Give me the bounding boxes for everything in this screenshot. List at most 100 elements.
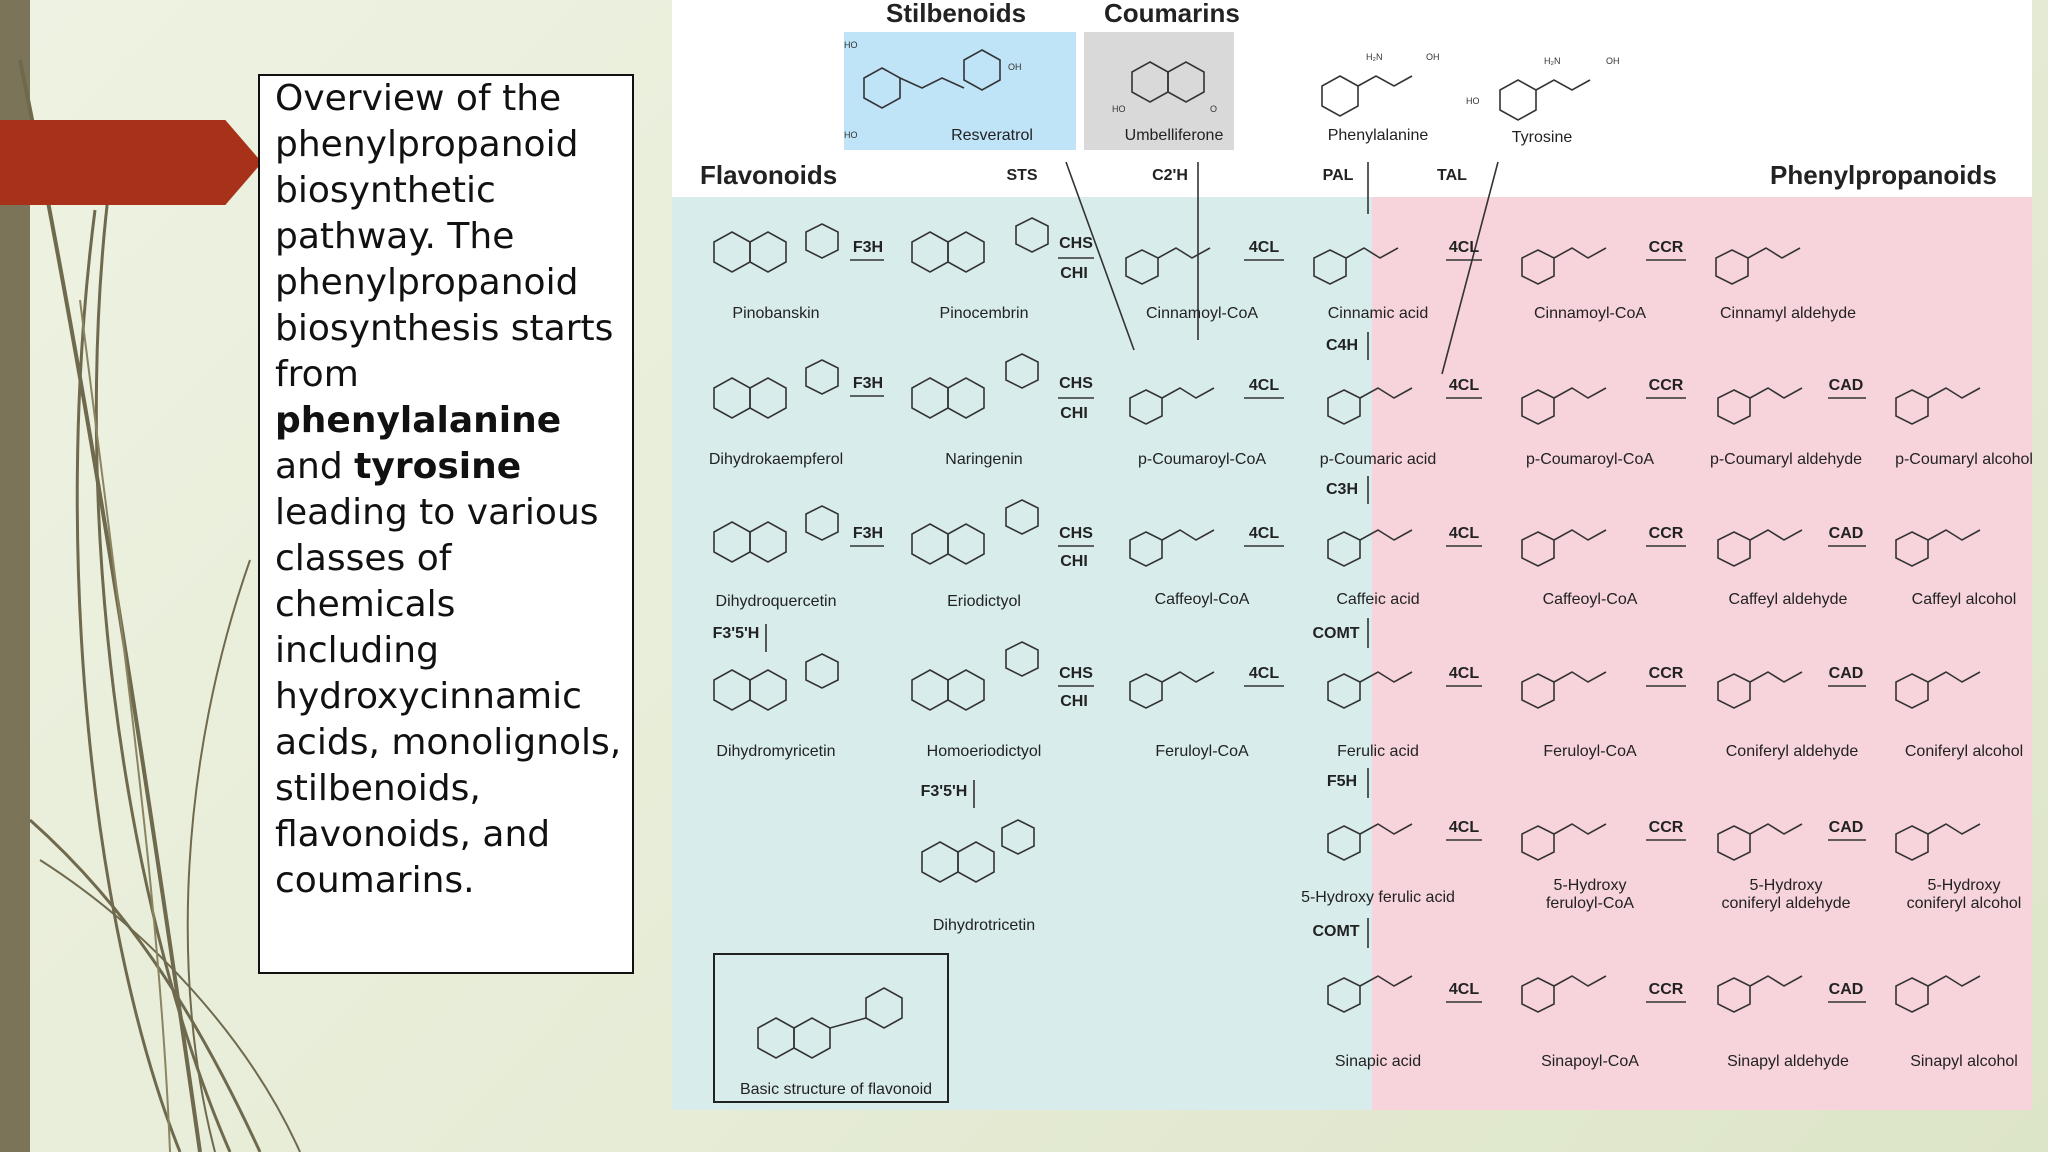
enzyme-4cl-b2: 4CL — [1249, 377, 1279, 394]
enzyme-4cl-b1: 4CL — [1249, 239, 1279, 256]
enzyme-chs-1: CHS — [1059, 235, 1093, 252]
svg-text:OH: OH — [1606, 56, 1620, 66]
label-acid-5: Sinapic acid — [1335, 1053, 1421, 1070]
enzyme-f35h-2: F3'5'H — [921, 783, 968, 800]
label-alcohol-1: Caffeyl alcohol — [1912, 591, 2017, 608]
enzyme-4cl-b3: 4CL — [1249, 525, 1279, 542]
label-coa2-2: Caffeoyl-CoA — [1543, 591, 1638, 608]
label-basic-structure: Basic structure of flavonoid — [740, 1081, 932, 1098]
svg-text:OH: OH — [1008, 62, 1022, 72]
label-coa1-3: Feruloyl-CoA — [1155, 743, 1249, 760]
label-aldehyde-2: Caffeyl aldehyde — [1729, 591, 1848, 608]
arrow-tal — [1441, 161, 1499, 375]
caption-bold-tyrosine: tyrosine — [354, 446, 522, 487]
flavonoid-region — [672, 197, 1372, 1110]
pathway-diagram: Stilbenoids Coumarins Flavonoids Phenylp… — [672, 0, 2032, 1110]
svg-text:H₂N: H₂N — [1366, 52, 1383, 62]
label-coa2-1: p-Coumaroyl-CoA — [1526, 451, 1654, 468]
enzyme-f3h-3: F3H — [853, 525, 883, 542]
label-homoeriodictyol: Homoeriodictyol — [927, 743, 1042, 760]
enzyme-chs-3: CHS — [1059, 525, 1093, 542]
red-arrow-banner — [0, 120, 262, 205]
label-alcohol-0: p-Coumaryl alcohol — [1895, 451, 2032, 468]
svg-text:HO: HO — [1112, 104, 1126, 114]
svg-text:HO: HO — [844, 40, 858, 50]
enzyme-chs-2: CHS — [1059, 375, 1093, 392]
label-phenylalanine: Phenylalanine — [1328, 127, 1429, 144]
label-aldehyde-5: Sinapyl aldehyde — [1727, 1053, 1849, 1070]
enzyme-4cl-f6: 4CL — [1449, 981, 1479, 998]
label-aldehyde-3: Coniferyl aldehyde — [1726, 743, 1859, 760]
label-dihydrotricetin: Dihydrotricetin — [933, 917, 1035, 934]
label-pinobanskin: Pinobanskin — [732, 305, 819, 322]
enzyme-4cl-f3: 4CL — [1449, 525, 1479, 542]
enzyme-ccr-3: CCR — [1649, 525, 1684, 542]
label-acid-3: Ferulic acid — [1337, 743, 1419, 760]
enzyme-4cl-f4: 4CL — [1449, 665, 1479, 682]
label-coa1-1: p-Coumaroyl-CoA — [1138, 451, 1266, 468]
umbelliferone-structure: HO O — [1112, 61, 1217, 114]
label-umbelliferone: Umbelliferone — [1125, 127, 1224, 144]
svg-text:O: O — [1210, 104, 1217, 114]
enzyme-f3h-2: F3H — [853, 375, 883, 392]
label-coa1-2: Caffeoyl-CoA — [1155, 591, 1250, 608]
label-alcohol-4: Sinapyl alcohol — [1910, 1053, 2018, 1070]
coumarin-box — [1084, 32, 1234, 150]
svg-text:HO: HO — [1466, 96, 1480, 106]
coa-column-1-structures — [1125, 247, 1215, 709]
enzyme-chi-1: CHI — [1060, 265, 1088, 282]
label-coa1-0: Cinnamoyl-CoA — [1146, 305, 1258, 322]
header-coumarins: Coumarins — [1104, 0, 1240, 28]
enzyme-f5h: F5H — [1327, 773, 1357, 790]
enzyme-4cl-f1: 4CL — [1449, 239, 1479, 256]
label-coa2-0: Cinnamoyl-CoA — [1534, 305, 1646, 322]
label-alcohol-2: Coniferyl alcohol — [1905, 743, 2023, 760]
header-flavonoids: Flavonoids — [700, 160, 837, 190]
enzyme-c3h: C3H — [1326, 481, 1358, 498]
caption-text-3: leading to various classes of chemicals … — [275, 492, 622, 901]
enzyme-cad-1: CAD — [1829, 377, 1864, 394]
label-acid-0: Cinnamic acid — [1328, 305, 1428, 322]
enzyme-pal: PAL — [1323, 167, 1354, 184]
enzyme-chs-4: CHS — [1059, 665, 1093, 682]
basic-structure-box — [713, 953, 949, 1103]
coa-column-2-structures — [1521, 247, 1607, 1013]
flavonoid-column-a — [713, 223, 839, 711]
enzyme-chi-4: CHI — [1060, 693, 1088, 710]
caption-box: Overview of the phenylpropanoid biosynth… — [258, 74, 634, 974]
label-eriodictyol: Eriodictyol — [947, 593, 1021, 610]
label-tyrosine: Tyrosine — [1512, 129, 1573, 146]
enzyme-c2h: C2'H — [1152, 167, 1188, 184]
enzyme-cad-3: CAD — [1829, 665, 1864, 682]
stilbenoid-box — [844, 32, 1076, 150]
enzyme-sts: STS — [1006, 167, 1037, 184]
label-aldehyde-0: Cinnamyl aldehyde — [1720, 305, 1856, 322]
enzyme-cad-2: CAD — [1829, 525, 1864, 542]
decorative-stems — [18, 59, 301, 1152]
enzyme-c4h: C4H — [1326, 337, 1358, 354]
enzyme-ccr-4: CCR — [1649, 665, 1684, 682]
label-coa2-3: Feruloyl-CoA — [1543, 743, 1637, 760]
enzyme-4cl-f2: 4CL — [1449, 377, 1479, 394]
phenylpropanoid-region — [1372, 197, 2032, 1110]
label-dihydroquercetin: Dihydroquercetin — [716, 593, 837, 610]
label-pinocembrin: Pinocembrin — [940, 305, 1029, 322]
enzyme-cad-4: CAD — [1829, 819, 1864, 836]
header-phenylpropanoids: Phenylpropanoids — [1770, 160, 1997, 190]
caption-bold-phenylalanine: phenylalanine — [275, 400, 562, 441]
label-aldehyde-1: p-Coumaryl aldehyde — [1710, 451, 1862, 468]
enzyme-ccr-5: CCR — [1649, 819, 1684, 836]
alcohol-structures — [1895, 387, 1981, 1013]
enzyme-tal: TAL — [1437, 167, 1467, 184]
basic-structure-drawing — [757, 987, 903, 1059]
label-naringenin: Naringenin — [945, 451, 1022, 468]
enzyme-chi-3: CHI — [1060, 553, 1088, 570]
enzyme-comt-1: COMT — [1312, 625, 1359, 642]
header-stilbenoids: Stilbenoids — [886, 0, 1026, 28]
